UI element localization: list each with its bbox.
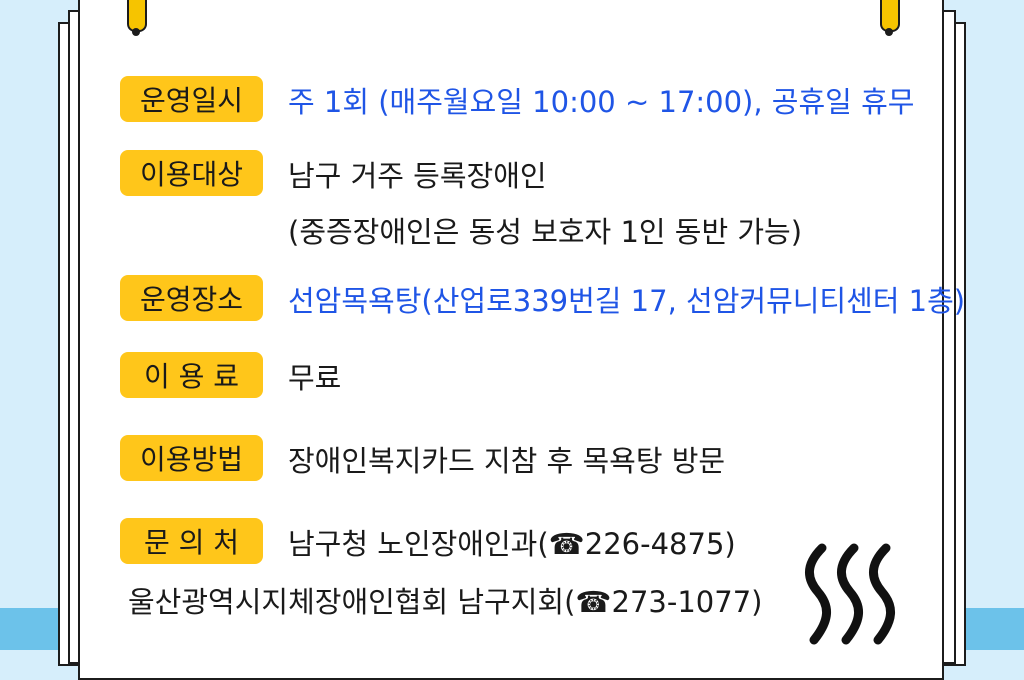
value-contact-2: 울산광역시지체장애인협회 남구지회(☎273-1077) bbox=[128, 585, 763, 619]
pin-icon bbox=[880, 0, 900, 36]
row-fee: 이 용 료 무료 bbox=[120, 352, 341, 404]
row-method: 이용방법 장애인복지카드 지참 후 목욕탕 방문 bbox=[120, 435, 725, 487]
label-method: 이용방법 bbox=[120, 435, 263, 481]
label-place: 운영장소 bbox=[120, 275, 263, 321]
label-contact: 문 의 처 bbox=[120, 518, 263, 564]
row-target: 이용대상 남구 거주 등록장애인 bbox=[120, 150, 547, 202]
pin-icon bbox=[127, 0, 147, 36]
row-place: 운영장소 선암목욕탕(산업로339번길 17, 선암커뮤니티센터 1층) bbox=[120, 275, 965, 327]
value-schedule: 주 1회 (매주월요일 10:00 ~ 17:00), 공휴일 휴무 bbox=[288, 85, 915, 119]
value-target: 남구 거주 등록장애인 bbox=[288, 159, 547, 193]
value-target-note: (중증장애인은 동성 보호자 1인 동반 가능) bbox=[288, 215, 803, 249]
label-target: 이용대상 bbox=[120, 150, 263, 196]
label-fee: 이 용 료 bbox=[120, 352, 263, 398]
label-schedule: 운영일시 bbox=[120, 76, 263, 122]
value-place: 선암목욕탕(산업로339번길 17, 선암커뮤니티센터 1층) bbox=[288, 284, 966, 318]
value-contact: 남구청 노인장애인과(☎226-4875) bbox=[288, 527, 736, 561]
row-schedule: 운영일시 주 1회 (매주월요일 10:00 ~ 17:00), 공휴일 휴무 bbox=[120, 76, 914, 128]
value-method: 장애인복지카드 지참 후 목욕탕 방문 bbox=[288, 444, 726, 478]
steam-icon bbox=[805, 543, 895, 645]
value-fee: 무료 bbox=[288, 361, 342, 395]
row-contact: 문 의 처 남구청 노인장애인과(☎226-4875) bbox=[120, 518, 736, 570]
